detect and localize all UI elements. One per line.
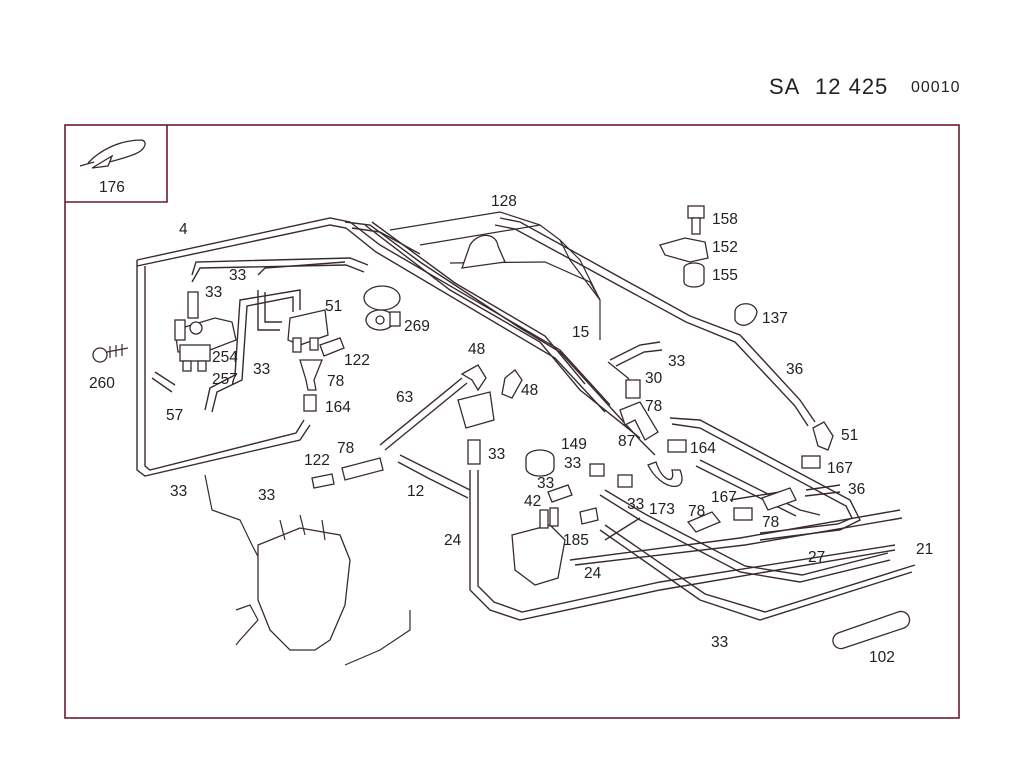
callout-164: 164 [325,399,351,416]
clip-128-icon [461,234,506,269]
hose-network [136,211,916,621]
callout-152: 152 [712,239,738,256]
callout-36: 36 [786,361,803,378]
cap-149-icon [525,449,555,477]
valve-center-icon [457,391,495,465]
callout-33: 33 [258,487,275,504]
callout-33: 33 [627,496,644,513]
callout-102: 102 [869,649,895,666]
callout-33: 33 [170,483,187,500]
callout-33: 33 [205,284,222,301]
callout-4: 4 [179,221,188,238]
fuel-pump-185-icon [511,507,566,586]
callout-48: 48 [468,341,485,358]
pressure-regulator-269-icon [363,285,401,331]
sleeve-102-icon [832,610,911,650]
header-prefix: SA [769,74,801,99]
callout-33: 33 [564,455,581,472]
tank-strap-icon [559,239,601,340]
callout-57: 57 [166,407,183,424]
valve-167-icon [733,455,821,521]
callout-51: 51 [841,427,858,444]
callout-87: 87 [618,433,635,450]
bracket-152-icon [659,237,709,263]
callout-42: 42 [524,493,541,510]
callout-labels: 176 4 33 33 51 269 254 257 33 260 57 122… [89,179,933,666]
callout-48: 48 [521,382,538,399]
callout-78: 78 [327,373,344,390]
callout-167: 167 [711,489,737,506]
callout-33: 33 [711,634,728,651]
callout-173: 173 [649,501,675,518]
inset-box [65,125,168,203]
callout-122: 122 [344,352,370,369]
callout-33: 33 [229,267,246,284]
bolt-158-icon [687,205,705,235]
screw-260-icon [92,344,129,363]
callout-128: 128 [491,193,517,210]
elbow-51-icon [812,421,834,451]
header-group-number: 12 425 [815,74,889,99]
callout-185: 185 [563,532,589,549]
clamp-137-icon [734,303,758,326]
callout-12: 12 [407,483,424,500]
callout-24: 24 [444,532,462,549]
diagram-frame [64,124,960,719]
callout-257: 257 [212,371,238,388]
callout-51: 51 [325,298,342,315]
callout-33: 33 [668,353,685,370]
callout-260: 260 [89,375,115,392]
callout-155: 155 [712,267,738,284]
hose-87-icon [647,461,683,487]
callout-27: 27 [808,549,825,566]
callout-36: 36 [848,481,865,498]
cable-tie-icon [79,139,146,169]
callout-33: 33 [488,446,505,463]
connector-164-icon [303,394,687,453]
callout-122: 122 [304,452,330,469]
callout-176: 176 [99,179,125,196]
check-valve-122-icon [311,337,345,489]
fitting-173-icon [589,463,633,488]
callout-78: 78 [645,398,662,415]
fuel-distributor [174,291,237,372]
callout-15: 15 [572,324,589,341]
callout-78: 78 [688,503,705,520]
callout-269: 269 [404,318,430,335]
callout-63: 63 [396,389,413,406]
engine-block-icon [204,474,411,666]
callout-149: 149 [561,436,587,453]
valve-51-icon [287,309,329,353]
fitting-42-icon [547,484,599,525]
bushing-155-icon [683,262,705,288]
elbow-48-icon [460,364,523,399]
callout-254: 254 [212,349,238,366]
callout-158: 158 [712,211,738,228]
callout-21: 21 [916,541,933,558]
callout-30: 30 [645,370,663,387]
callout-33: 33 [253,361,270,378]
callout-137: 137 [762,310,788,327]
hose-30-icon [625,379,641,399]
header-sheet-number: 00010 [911,79,961,96]
callout-33: 33 [537,475,554,492]
callout-78: 78 [762,514,779,531]
callout-164: 164 [690,440,716,457]
t-connector-78-icon [299,359,797,533]
callout-24: 24 [584,565,602,582]
callout-167: 167 [827,460,853,477]
callout-78: 78 [337,440,354,457]
